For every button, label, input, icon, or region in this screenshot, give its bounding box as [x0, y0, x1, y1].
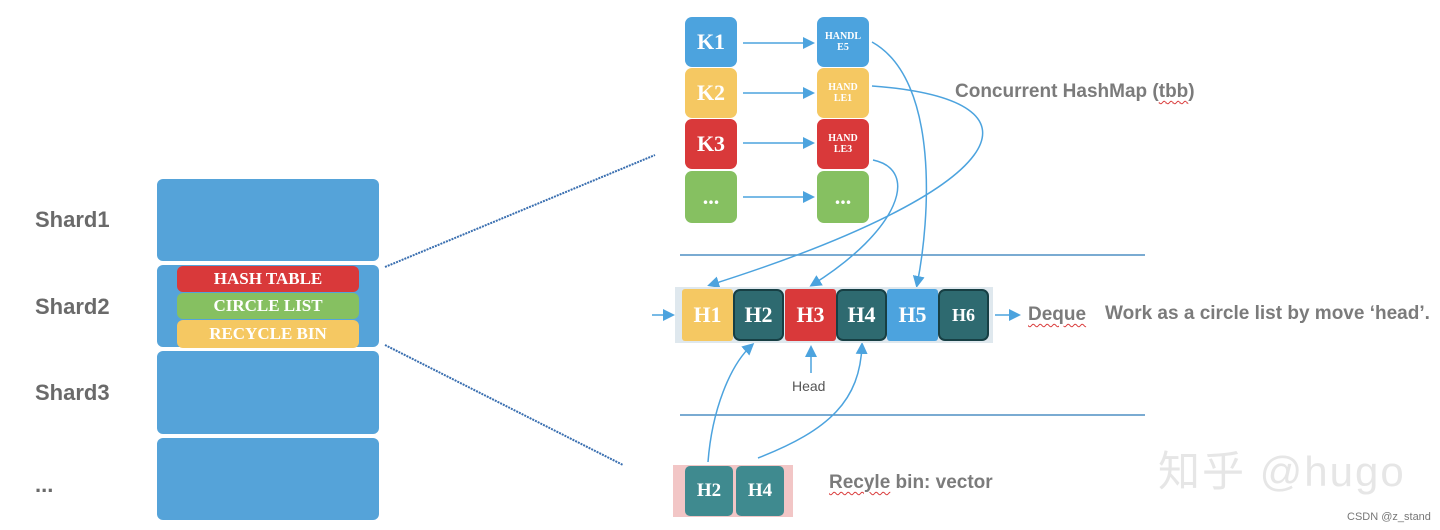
hash-table-pill: HASH TABLE: [177, 266, 359, 292]
shard3-label: Shard3: [35, 380, 110, 405]
deque-label: Deque: [1028, 304, 1087, 325]
handle-more: ...: [817, 171, 869, 223]
deque-cell-h1: H1: [682, 289, 733, 341]
recycle-caption-word: Recyle: [829, 472, 891, 493]
key-k2: K2: [685, 68, 737, 118]
handle-3-line1: HAND: [828, 133, 858, 144]
recycle-caption-rest: bin: vector: [890, 472, 993, 493]
hashmap-caption-tbb: tbb: [1158, 81, 1189, 102]
handle-5-line2: E5: [837, 42, 849, 53]
curve-handle5-h5: [871, 41, 928, 288]
handle-3-line2: LE3: [833, 144, 853, 155]
curve-recycle-h2: [707, 342, 755, 463]
recycle-bin-pill: RECYCLE BIN: [177, 320, 359, 348]
handle-1-line1: HAND: [828, 82, 858, 93]
recycle-cell-h2: H2: [685, 466, 733, 516]
zoom-line-top: [384, 154, 656, 268]
shard1-label: Shard1: [35, 207, 110, 232]
hashmap-caption-end: ): [1188, 81, 1195, 102]
hashmap-caption-main: Concurrent HashMap (: [955, 81, 1159, 102]
deque-cell-h4: H4: [836, 289, 887, 341]
handle-1-line2: LE1: [833, 93, 853, 104]
head-label: Head: [792, 378, 826, 394]
zoom-line-bottom: [384, 344, 624, 466]
shard2-label: Shard2: [35, 294, 110, 319]
shard-more-label: ...: [35, 472, 54, 497]
handle-1: HAND LE1: [817, 68, 869, 118]
recycle-caption: Recyle bin: vector: [829, 472, 993, 494]
handle-3: HAND LE3: [817, 119, 869, 169]
shard1-box: [157, 179, 379, 261]
curve-handle3-h3: [809, 159, 899, 287]
deque-cell-h5: H5: [887, 289, 938, 341]
key-more: ...: [685, 171, 737, 223]
handle-5: HANDL E5: [817, 17, 869, 67]
key-k1: K1: [685, 17, 737, 67]
deque-cell-h2: H2: [733, 289, 784, 341]
handle-5-line1: HANDL: [824, 31, 862, 42]
hashmap-caption: Concurrent HashMap (tbb): [955, 81, 1195, 103]
curve-handle1-h1: [707, 85, 984, 289]
circle-list-pill: CIRCLE LIST: [177, 293, 359, 319]
key-k3: K3: [685, 119, 737, 169]
deque-cell-h6: H6: [938, 289, 989, 341]
shard-more-box: [157, 438, 379, 520]
deque-description: Work as a circle list by move ‘head’.: [1105, 303, 1430, 324]
curve-recycle-h4: [757, 342, 868, 459]
watermark: 知乎 @hugo: [1158, 448, 1406, 495]
deque-cell-h3: H3: [785, 289, 836, 341]
credit: CSDN @z_stand: [1347, 511, 1431, 523]
shard3-box: [157, 351, 379, 434]
recycle-cell-h4: H4: [736, 466, 784, 516]
